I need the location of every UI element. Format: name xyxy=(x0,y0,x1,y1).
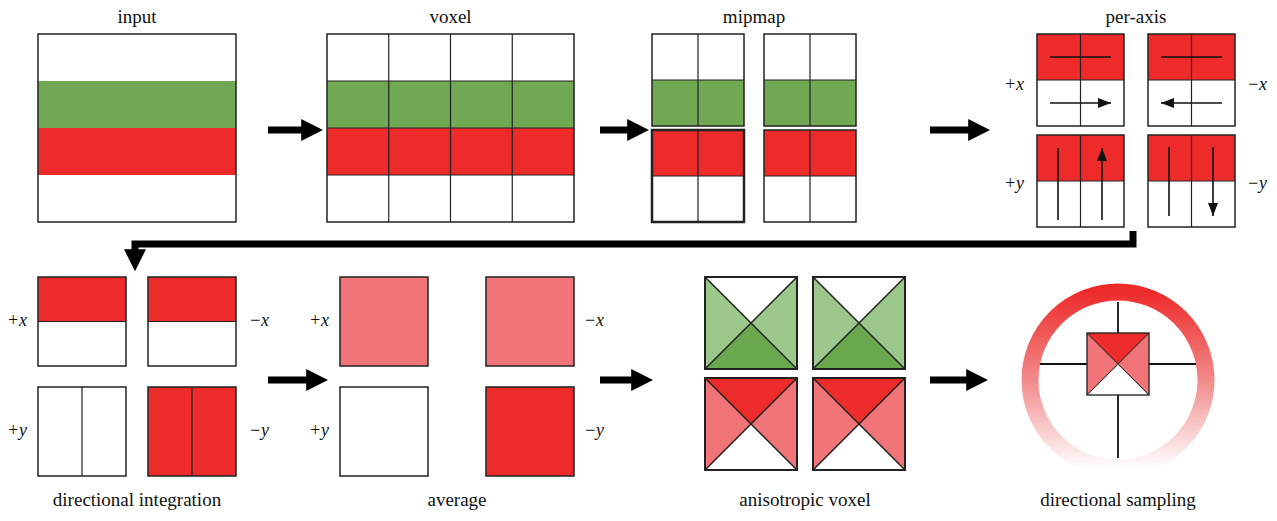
stage-panel: anisotropic voxel xyxy=(705,275,905,519)
stage-panel: mipmap xyxy=(652,6,856,224)
flow-arrow xyxy=(268,127,310,134)
stage-title: input xyxy=(117,6,156,28)
anisotropic-voxels-part xyxy=(705,378,797,470)
input-bands xyxy=(38,34,236,222)
stage-title: per-axis xyxy=(1106,6,1167,28)
directional-integration-grids xyxy=(38,277,236,476)
sampling-ring-part xyxy=(1087,333,1149,395)
sampling-ring-part xyxy=(1087,333,1149,395)
sampling-ring-part xyxy=(1030,292,1206,468)
input-bands-part xyxy=(38,128,236,175)
axis-label: −y xyxy=(584,420,604,440)
directional-integration-grids-part xyxy=(38,277,126,366)
axis-label: +y xyxy=(7,420,27,440)
flow-arrow xyxy=(930,377,975,384)
sampling-ring xyxy=(1030,292,1206,468)
anisotropic-voxels-part xyxy=(813,378,905,470)
average-squares-part xyxy=(486,387,574,476)
average-squares-part xyxy=(486,277,574,366)
directional-integration-grids-part xyxy=(38,387,126,476)
mipmap-grids-part xyxy=(764,130,856,222)
per-axis-grids-part xyxy=(1161,57,1222,103)
stage-panel: voxel xyxy=(327,6,574,224)
sampling-ring-part xyxy=(1040,302,1196,458)
per-axis-grids-part xyxy=(1148,34,1235,126)
flow-arrow xyxy=(268,377,315,384)
stage-title: directional integration xyxy=(53,489,221,511)
anisotropic-voxels-part xyxy=(813,277,905,369)
per-axis-grids-part xyxy=(1058,148,1102,220)
flow-arrow xyxy=(600,377,640,384)
flow-arrow xyxy=(135,231,1133,258)
mipmap-grids-part xyxy=(764,34,856,126)
mipmap-grids-part xyxy=(652,130,744,222)
average-squares-part xyxy=(340,277,428,366)
input-bands-part xyxy=(38,175,236,222)
stage-panel: per-axis xyxy=(1037,6,1235,229)
per-axis-grids-part xyxy=(1037,135,1124,227)
anisotropic-voxels-part xyxy=(705,277,797,369)
input-bands-part xyxy=(38,81,236,128)
axis-label: −x xyxy=(1247,74,1267,94)
axis-label: +y xyxy=(1004,173,1024,193)
average-squares xyxy=(340,277,574,476)
stage-title: voxel xyxy=(429,6,471,28)
voxel-grid xyxy=(327,34,574,222)
input-bands-part xyxy=(38,34,236,222)
stage-title: mipmap xyxy=(723,6,785,28)
average-squares-part xyxy=(340,387,428,476)
flow-arrow xyxy=(930,127,977,134)
stage-panel: average xyxy=(340,275,574,519)
axis-label: −y xyxy=(249,420,269,440)
stage-panel: directional sampling xyxy=(1020,275,1216,519)
axis-label: +x xyxy=(1004,74,1024,94)
per-axis-grids-part xyxy=(1148,135,1235,227)
axis-label: −x xyxy=(584,310,604,330)
stage-title: directional sampling xyxy=(1040,489,1196,511)
axis-label: +x xyxy=(7,310,27,330)
mipmap-grids-part xyxy=(652,34,744,126)
mipmap-grids-part xyxy=(652,130,744,222)
voxel-grid-part xyxy=(327,34,574,222)
axis-label: −x xyxy=(249,310,269,330)
axis-label: +x xyxy=(309,310,329,330)
per-axis-grids xyxy=(1037,34,1235,227)
stage-title: anisotropic voxel xyxy=(739,489,870,511)
axis-label: +y xyxy=(309,420,329,440)
per-axis-grids-part xyxy=(1050,57,1111,103)
stage-panel: directional integration xyxy=(38,275,236,519)
mipmap-grids xyxy=(652,34,856,222)
flow-arrow xyxy=(600,127,636,134)
per-axis-grids-part xyxy=(1037,34,1124,126)
voxel-grid-part xyxy=(327,34,574,222)
input-bands-part xyxy=(38,34,236,81)
stage-panel: input xyxy=(38,6,236,224)
anisotropic-voxels xyxy=(705,277,905,470)
axis-label: −y xyxy=(1247,173,1267,193)
stage-title: average xyxy=(427,489,486,511)
directional-integration-grids-part xyxy=(148,387,236,476)
per-axis-grids-part xyxy=(1169,147,1213,216)
directional-integration-grids-part xyxy=(148,277,236,366)
